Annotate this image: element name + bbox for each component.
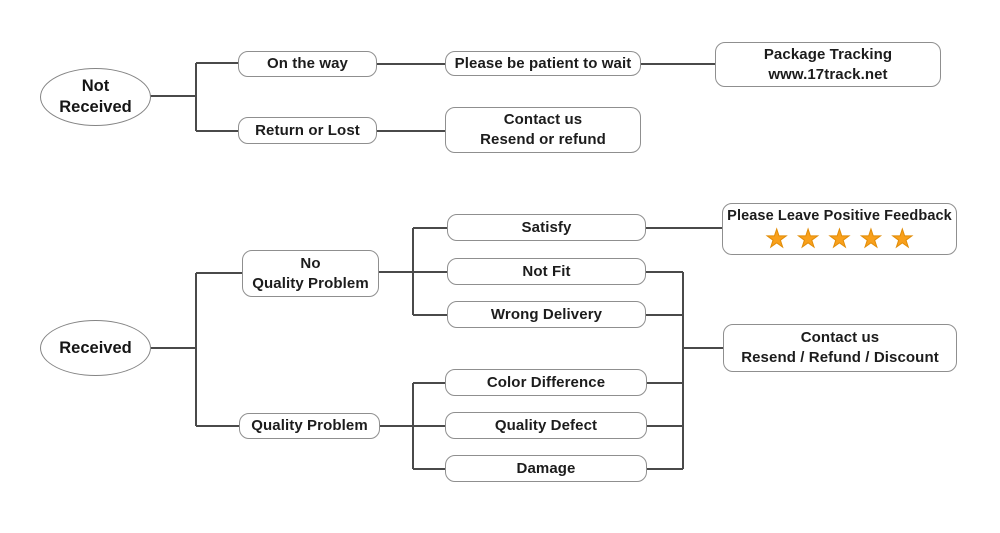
- node-label: Resend / Refund / Discount: [741, 349, 939, 366]
- node-label: Quality Defect: [494, 416, 598, 434]
- node-label: Satisfy: [521, 218, 572, 236]
- node-contact-us-resend-refund-discount: Contact us Resend / Refund / Discount: [723, 324, 957, 372]
- node-label: Return or Lost: [255, 121, 360, 139]
- node-satisfy: Satisfy: [447, 214, 646, 241]
- node-contact-us-resend-or-refund: Contact us Resend or refund: [445, 107, 641, 153]
- node-label: Wrong Delivery: [490, 305, 603, 323]
- node-label: Package Tracking: [763, 45, 893, 63]
- node-positive-feedback: Please Leave Positive Feedback ★★★★★: [722, 203, 957, 255]
- node-label: Please Leave Positive Feedback: [727, 208, 952, 224]
- node-label: Color Difference: [486, 373, 606, 391]
- node-label: Damage: [516, 459, 576, 477]
- node-wrong-delivery: Wrong Delivery: [447, 301, 646, 328]
- node-return-or-lost: Return or Lost: [238, 117, 377, 144]
- node-label: Received: [59, 338, 132, 357]
- tracking-url: www.17track.net: [768, 65, 888, 83]
- node-label: Quality Problem: [251, 417, 368, 434]
- node-please-be-patient: Please be patient to wait: [445, 51, 641, 76]
- node-quality-defect: Quality Defect: [445, 412, 647, 439]
- node-damage: Damage: [445, 455, 647, 482]
- node-not-fit: Not Fit: [447, 258, 646, 285]
- node-label: Contact us: [503, 111, 583, 128]
- node-on-the-way: On the way: [238, 51, 377, 77]
- node-package-tracking: Package Tracking www.17track.net: [715, 42, 941, 87]
- node-label: Contact us: [800, 329, 880, 346]
- node-no-quality-problem: No Quality Problem: [242, 250, 379, 297]
- node-label: Please be patient to wait: [454, 54, 632, 72]
- node-label: Not: [81, 77, 110, 95]
- node-label: Not Fit: [522, 262, 571, 280]
- node-label: Received: [59, 98, 132, 116]
- node-not-received: Not Received: [40, 68, 151, 126]
- node-label: Quality Problem: [252, 274, 369, 292]
- node-received: Received: [40, 320, 151, 376]
- node-quality-problem: Quality Problem: [239, 413, 380, 439]
- five-stars-icon: ★★★★★: [765, 224, 923, 253]
- node-label: On the way: [266, 55, 349, 72]
- node-color-difference: Color Difference: [445, 369, 647, 396]
- node-label: No: [300, 254, 321, 272]
- node-label: Resend or refund: [480, 131, 606, 148]
